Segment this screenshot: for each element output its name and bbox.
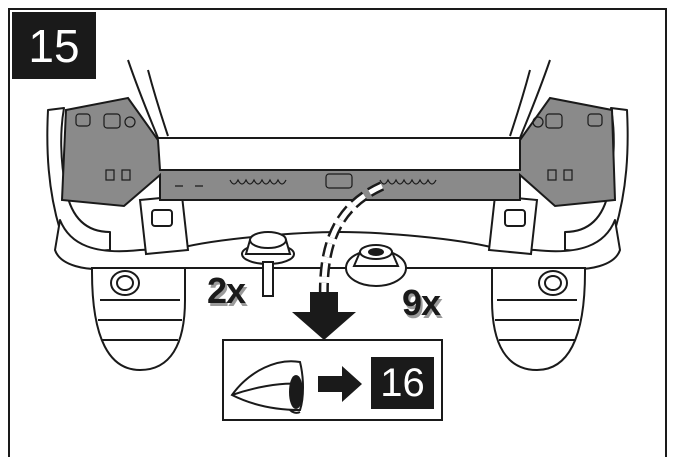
removed-panel	[60, 96, 617, 208]
next-step-number: 16	[371, 357, 434, 409]
flange-nut-icon	[345, 244, 407, 287]
hex-bolt-icon	[241, 231, 295, 297]
step-number: 15	[12, 12, 96, 79]
arrow-down-icon	[292, 292, 356, 340]
exhaust-pipes	[110, 270, 568, 296]
nut-quantity: 9x	[402, 282, 441, 323]
wheels	[91, 267, 586, 372]
arrow-right-icon	[318, 366, 362, 402]
eye-icon	[230, 360, 304, 414]
bolt-quantity: 2x	[207, 270, 246, 311]
frame	[8, 8, 667, 462]
tow-brackets	[138, 194, 539, 256]
